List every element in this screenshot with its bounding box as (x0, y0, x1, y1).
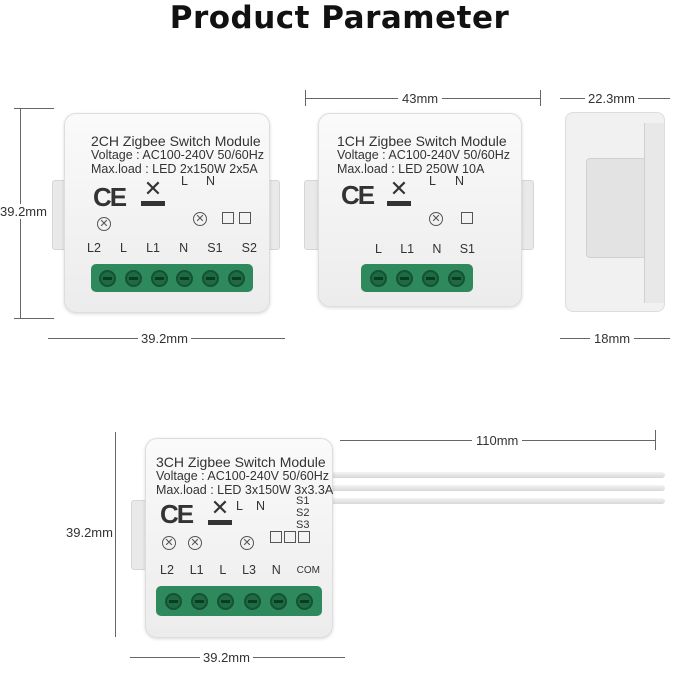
terminal-screw (190, 592, 208, 610)
pin-label: L (375, 242, 382, 256)
terminal-block (156, 586, 322, 616)
lamp-icon: ✕ (193, 212, 207, 226)
pin-label: L1 (400, 242, 415, 256)
terminal-screw (164, 592, 182, 610)
terminal-screw (395, 269, 413, 287)
pin-label: S2 (296, 507, 310, 519)
pin-label: S2 (241, 241, 257, 255)
terminal-block (91, 264, 253, 292)
weee-bin-icon: ✕ (141, 176, 165, 206)
pin-label: S1 (459, 242, 475, 256)
module-2ch: 2CH Zigbee Switch Module Voltage : AC100… (64, 113, 270, 313)
terminal-screw (447, 269, 465, 287)
pin-label: L (236, 499, 243, 513)
pin-label: N (432, 242, 442, 256)
dimension-line (540, 90, 541, 106)
module-3ch: 3CH Zigbee Switch Module Voltage : AC100… (145, 438, 333, 638)
pin-label: L2 (87, 241, 101, 255)
terminal-screw (150, 269, 168, 287)
terminal-screw (369, 269, 387, 287)
pin-label: L3 (242, 563, 257, 577)
terminal-screw (421, 269, 439, 287)
terminal-screw (176, 269, 194, 287)
lamp-icon: ✕ (188, 536, 202, 550)
terminal-screw (124, 269, 142, 287)
pin-label: S3 (296, 519, 310, 531)
terminal-screw (243, 592, 261, 610)
switch-icon (222, 212, 234, 224)
pin-label: N (256, 499, 266, 513)
pin-label: N (179, 241, 189, 255)
switch-icon (239, 212, 251, 224)
module-maxload: Max.load : LED 250W 10A (337, 162, 485, 176)
ce-mark: CE (160, 499, 194, 529)
dimension-line (655, 430, 656, 450)
cable (325, 472, 665, 478)
cable (325, 498, 665, 504)
switch-icon (270, 531, 282, 543)
pin-label: N (455, 174, 465, 188)
lamp-icon: ✕ (162, 536, 176, 550)
module-name: 2CH Zigbee Switch Module (91, 133, 261, 149)
dimension-3ch-width: 39.2mm (200, 650, 253, 665)
lamp-icon: ✕ (240, 536, 254, 550)
page-title: Product Parameter (169, 0, 510, 36)
ce-mark: CE (93, 182, 127, 212)
terminal-screw (201, 269, 219, 287)
switch-icon (461, 212, 473, 224)
pin-label: N (206, 174, 216, 188)
pin-label: L1 (146, 241, 160, 255)
pin-label: L (429, 174, 436, 188)
dimension-1ch-width: 43mm (398, 91, 443, 106)
dimension-side-bottom: 18mm (590, 331, 635, 346)
terminal-screw (296, 592, 314, 610)
dimension-line (14, 318, 54, 319)
dimension-line (14, 108, 54, 109)
module-name: 3CH Zigbee Switch Module (156, 454, 326, 470)
module-side-view (565, 112, 665, 312)
module-voltage: Voltage : AC100-240V 50/60Hz (156, 469, 330, 483)
module-name: 1CH Zigbee Switch Module (337, 133, 507, 149)
dimension-2ch-width: 39.2mm (138, 331, 191, 346)
pin-label: L (181, 174, 188, 188)
pin-label: L1 (189, 563, 204, 577)
module-maxload: Max.load : LED 2x150W 2x5A (91, 162, 258, 176)
terminal-screw (269, 592, 287, 610)
dimension-3ch-height: 39.2mm (66, 525, 113, 540)
terminal-screw (227, 269, 245, 287)
pin-label: L (219, 563, 227, 577)
dimension-side-top: 22.3mm (585, 91, 638, 106)
switch-icon (298, 531, 310, 543)
dimension-line (115, 432, 116, 637)
module-voltage: Voltage : AC100-240V 50/60Hz (91, 148, 265, 162)
pin-label: S1 (207, 241, 223, 255)
pin-label: N (271, 563, 281, 577)
dimension-3ch-cable: 110mm (472, 433, 523, 448)
dimension-2ch-height: 39.2mm (0, 204, 47, 219)
terminal-screw (99, 269, 117, 287)
terminal-block (361, 264, 473, 292)
pin-label: S1 (296, 495, 310, 507)
switch-pin-labels: S1 S2 S3 (296, 495, 309, 531)
module-1ch: 1CH Zigbee Switch Module Voltage : AC100… (318, 113, 522, 307)
module-maxload: Max.load : LED 3x150W 3x3.3A (156, 483, 334, 497)
ce-mark: CE (341, 180, 375, 210)
weee-bin-icon: ✕ (387, 176, 411, 206)
pin-label: L (120, 241, 127, 255)
switch-icon (284, 531, 296, 543)
terminal-screw (217, 592, 235, 610)
weee-bin-icon: ✕ (208, 495, 232, 525)
pin-label: L2 (160, 563, 174, 577)
module-voltage: Voltage : AC100-240V 50/60Hz (337, 148, 511, 162)
lamp-icon: ✕ (97, 217, 111, 231)
lamp-icon: ✕ (429, 212, 443, 226)
cable (325, 485, 665, 491)
pin-label: COM (296, 565, 320, 576)
dimension-line (305, 90, 306, 106)
